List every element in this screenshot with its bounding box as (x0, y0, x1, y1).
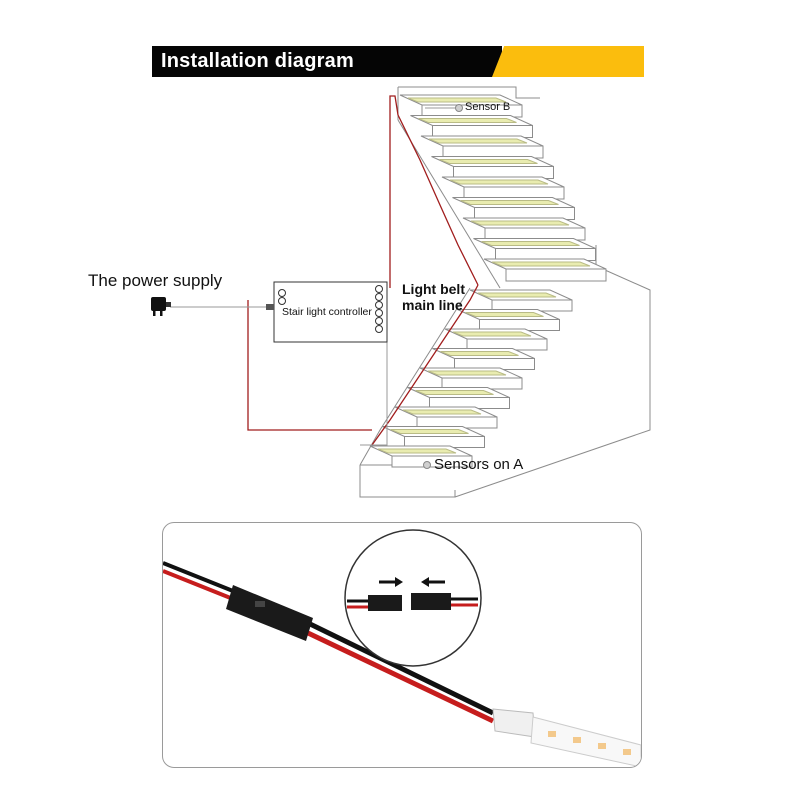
connector-photo-panel (162, 522, 642, 768)
upper-step (462, 217, 586, 241)
light-belt-label-line1: Light belt (402, 281, 465, 297)
controller-box-icon (266, 281, 388, 343)
lower-step (457, 309, 560, 331)
red-wiring (247, 95, 479, 446)
gray-wiring (170, 107, 455, 446)
connector-zoom-icon (344, 529, 482, 667)
page-title: Installation diagram (161, 50, 354, 72)
header-black-band (152, 46, 502, 77)
header-bar: Installation diagram (152, 46, 644, 77)
large-connector-icon (226, 585, 313, 641)
power-adapter-icon (151, 297, 171, 316)
lower-step (444, 328, 548, 351)
sensors-a-label: Sensors on A (434, 456, 524, 473)
upper-step (441, 176, 565, 200)
upper-step (473, 238, 596, 261)
lower-step (432, 348, 535, 370)
lower-step (419, 367, 523, 390)
upper-step (431, 156, 554, 179)
controller-label: Stair light controller (282, 306, 372, 318)
lower-step (369, 445, 473, 468)
sensor-b-label: Sensor B (465, 101, 511, 113)
upper-step (420, 135, 544, 159)
lower-step (394, 406, 498, 429)
lower-step (469, 289, 573, 312)
sensor-b-icon (455, 104, 463, 112)
cable-pair (163, 561, 495, 724)
header-gold-band (492, 46, 644, 77)
lower-flight (369, 289, 573, 468)
upper-step (410, 115, 533, 138)
light-belt-label-line2: main line (402, 297, 463, 313)
upper-flight (399, 94, 607, 282)
upper-step (483, 258, 607, 282)
connector-illustration (163, 529, 641, 767)
sensor-a-icon (423, 461, 431, 469)
lower-step (407, 387, 510, 409)
upper-step (452, 197, 575, 220)
power-supply-label: The power supply (88, 271, 223, 290)
lower-step (382, 426, 485, 448)
staircase-diagram (151, 86, 651, 498)
led-strip-icon (492, 708, 641, 767)
